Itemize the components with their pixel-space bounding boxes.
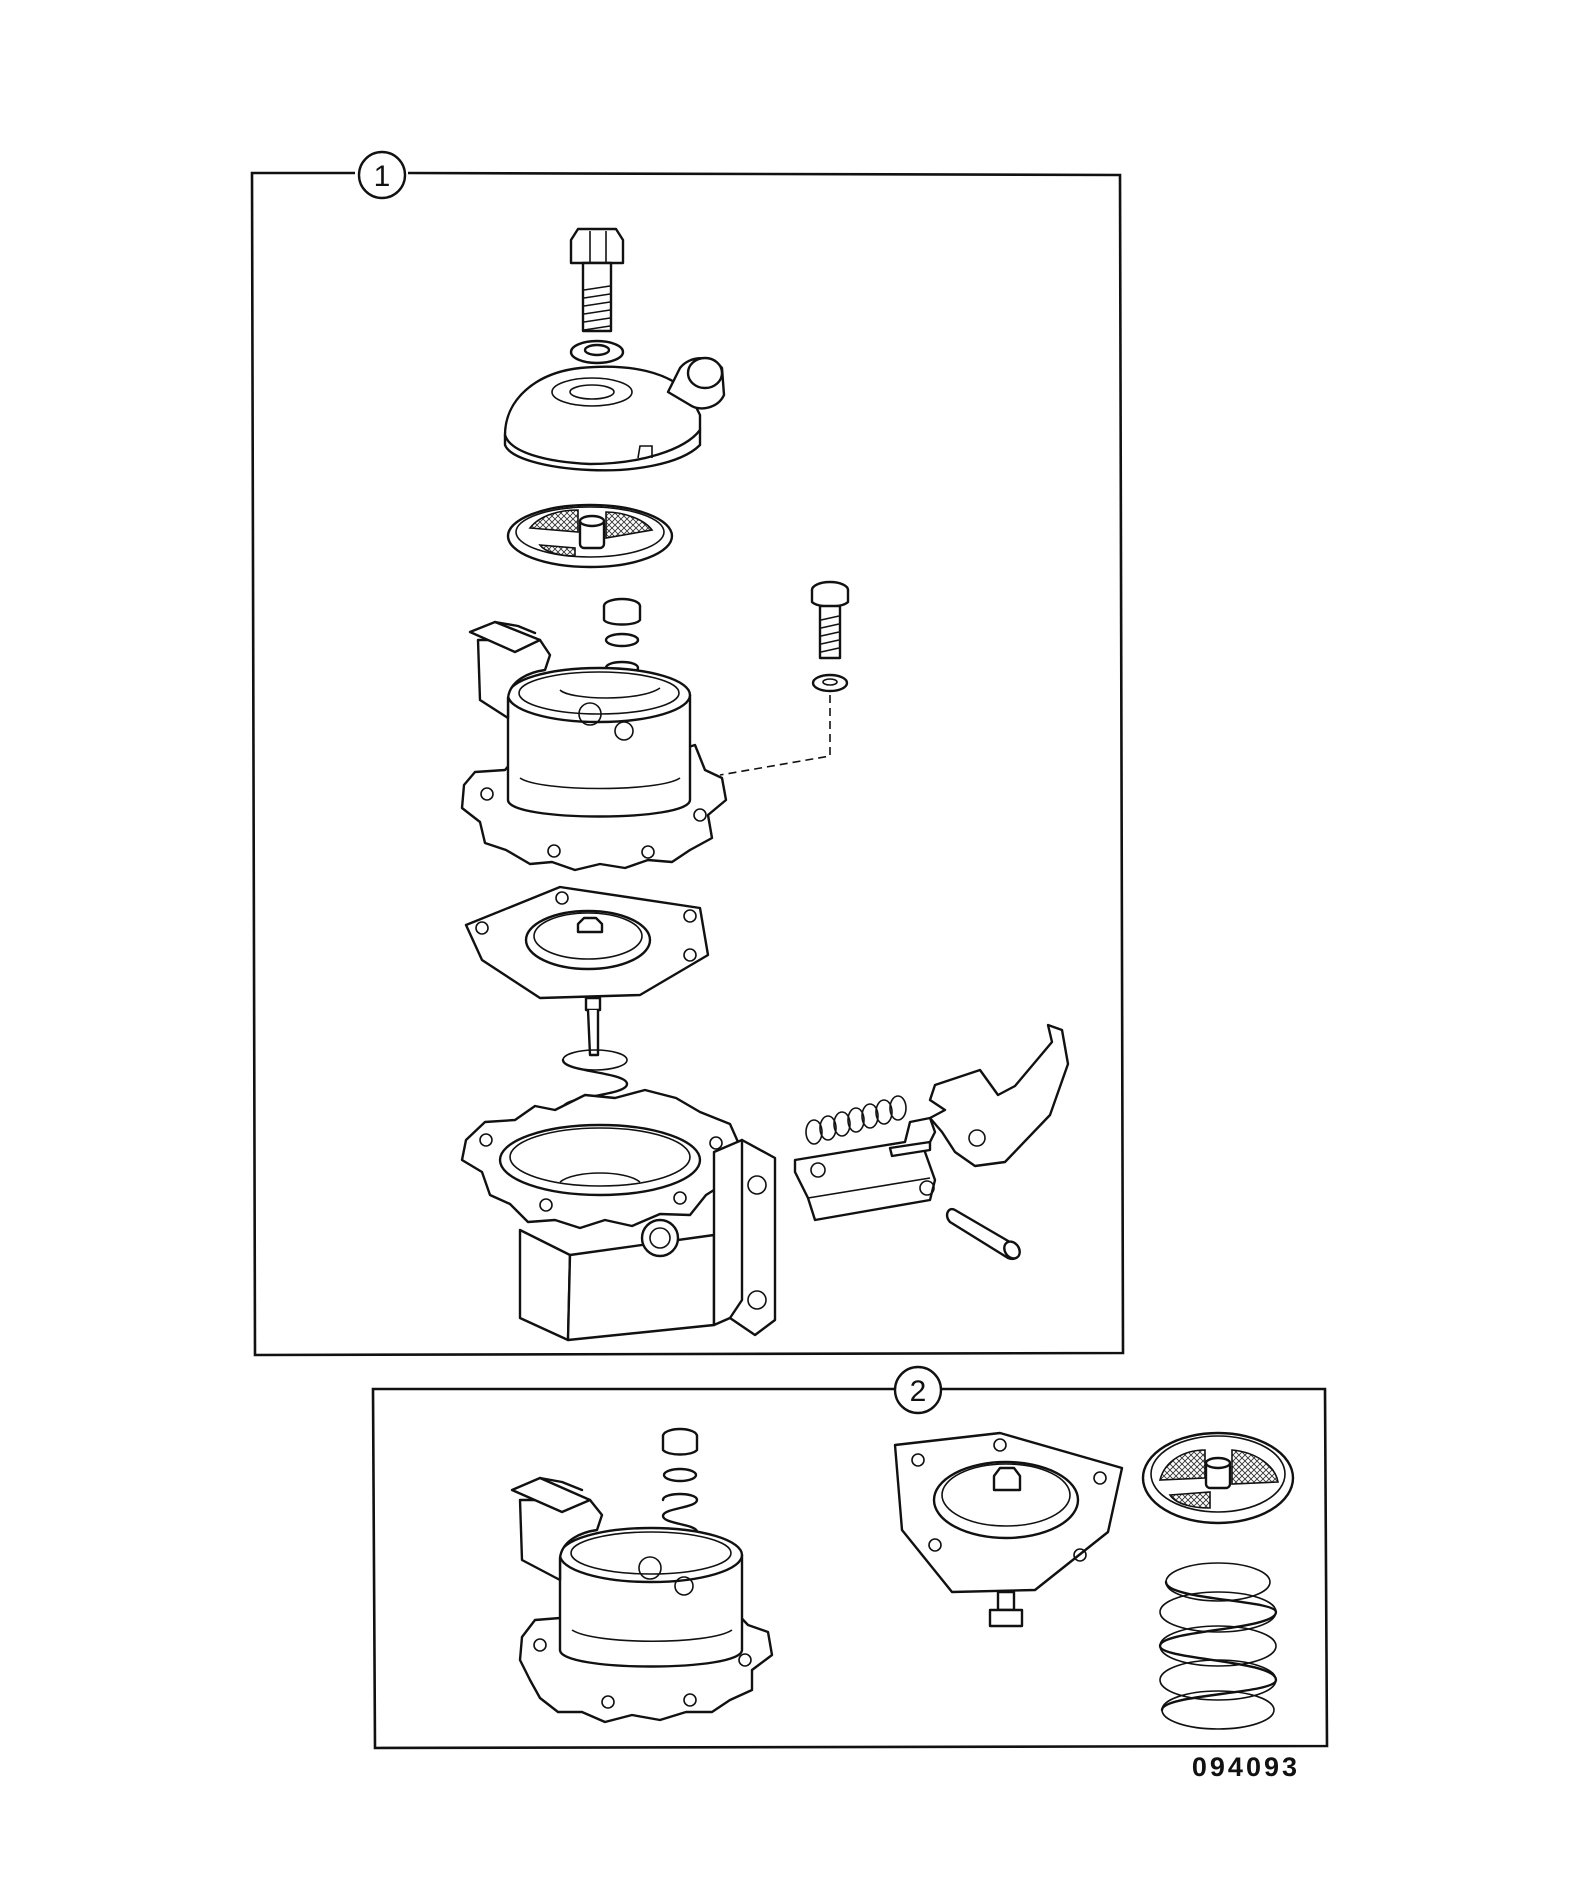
callout-1: 1	[357, 150, 407, 200]
callout-1-label: 1	[374, 160, 391, 193]
side-washer	[811, 673, 849, 693]
kit-o-ring	[662, 1467, 698, 1483]
pivot-pin	[945, 1207, 1021, 1261]
callout-2-label: 2	[910, 1375, 927, 1408]
valve-cap	[602, 597, 642, 626]
diaphragm	[464, 885, 710, 1057]
strainer-screen	[506, 503, 674, 569]
kit-diaphragm	[893, 1431, 1124, 1628]
rocker-spring	[805, 1095, 907, 1145]
reference-number: 094093	[1192, 1752, 1300, 1782]
top-bolt	[569, 227, 625, 333]
kit-main-spring	[1158, 1562, 1278, 1730]
lower-body	[460, 1088, 777, 1342]
repair-kit-box-2: 2	[371, 1365, 1329, 1750]
valve-o-ring	[604, 632, 640, 648]
top-cover	[503, 356, 726, 472]
assembly-box-1: 1	[250, 150, 1125, 1357]
leader-line	[719, 695, 831, 776]
side-screw	[810, 580, 850, 660]
kit-strainer	[1141, 1431, 1295, 1525]
upper-housing	[460, 620, 728, 872]
kit-upper-housing	[510, 1476, 774, 1724]
kit-valve-cap	[661, 1427, 699, 1456]
callout-2: 2	[893, 1365, 943, 1415]
top-washer	[569, 339, 625, 365]
rocker-arm	[793, 1023, 1070, 1222]
